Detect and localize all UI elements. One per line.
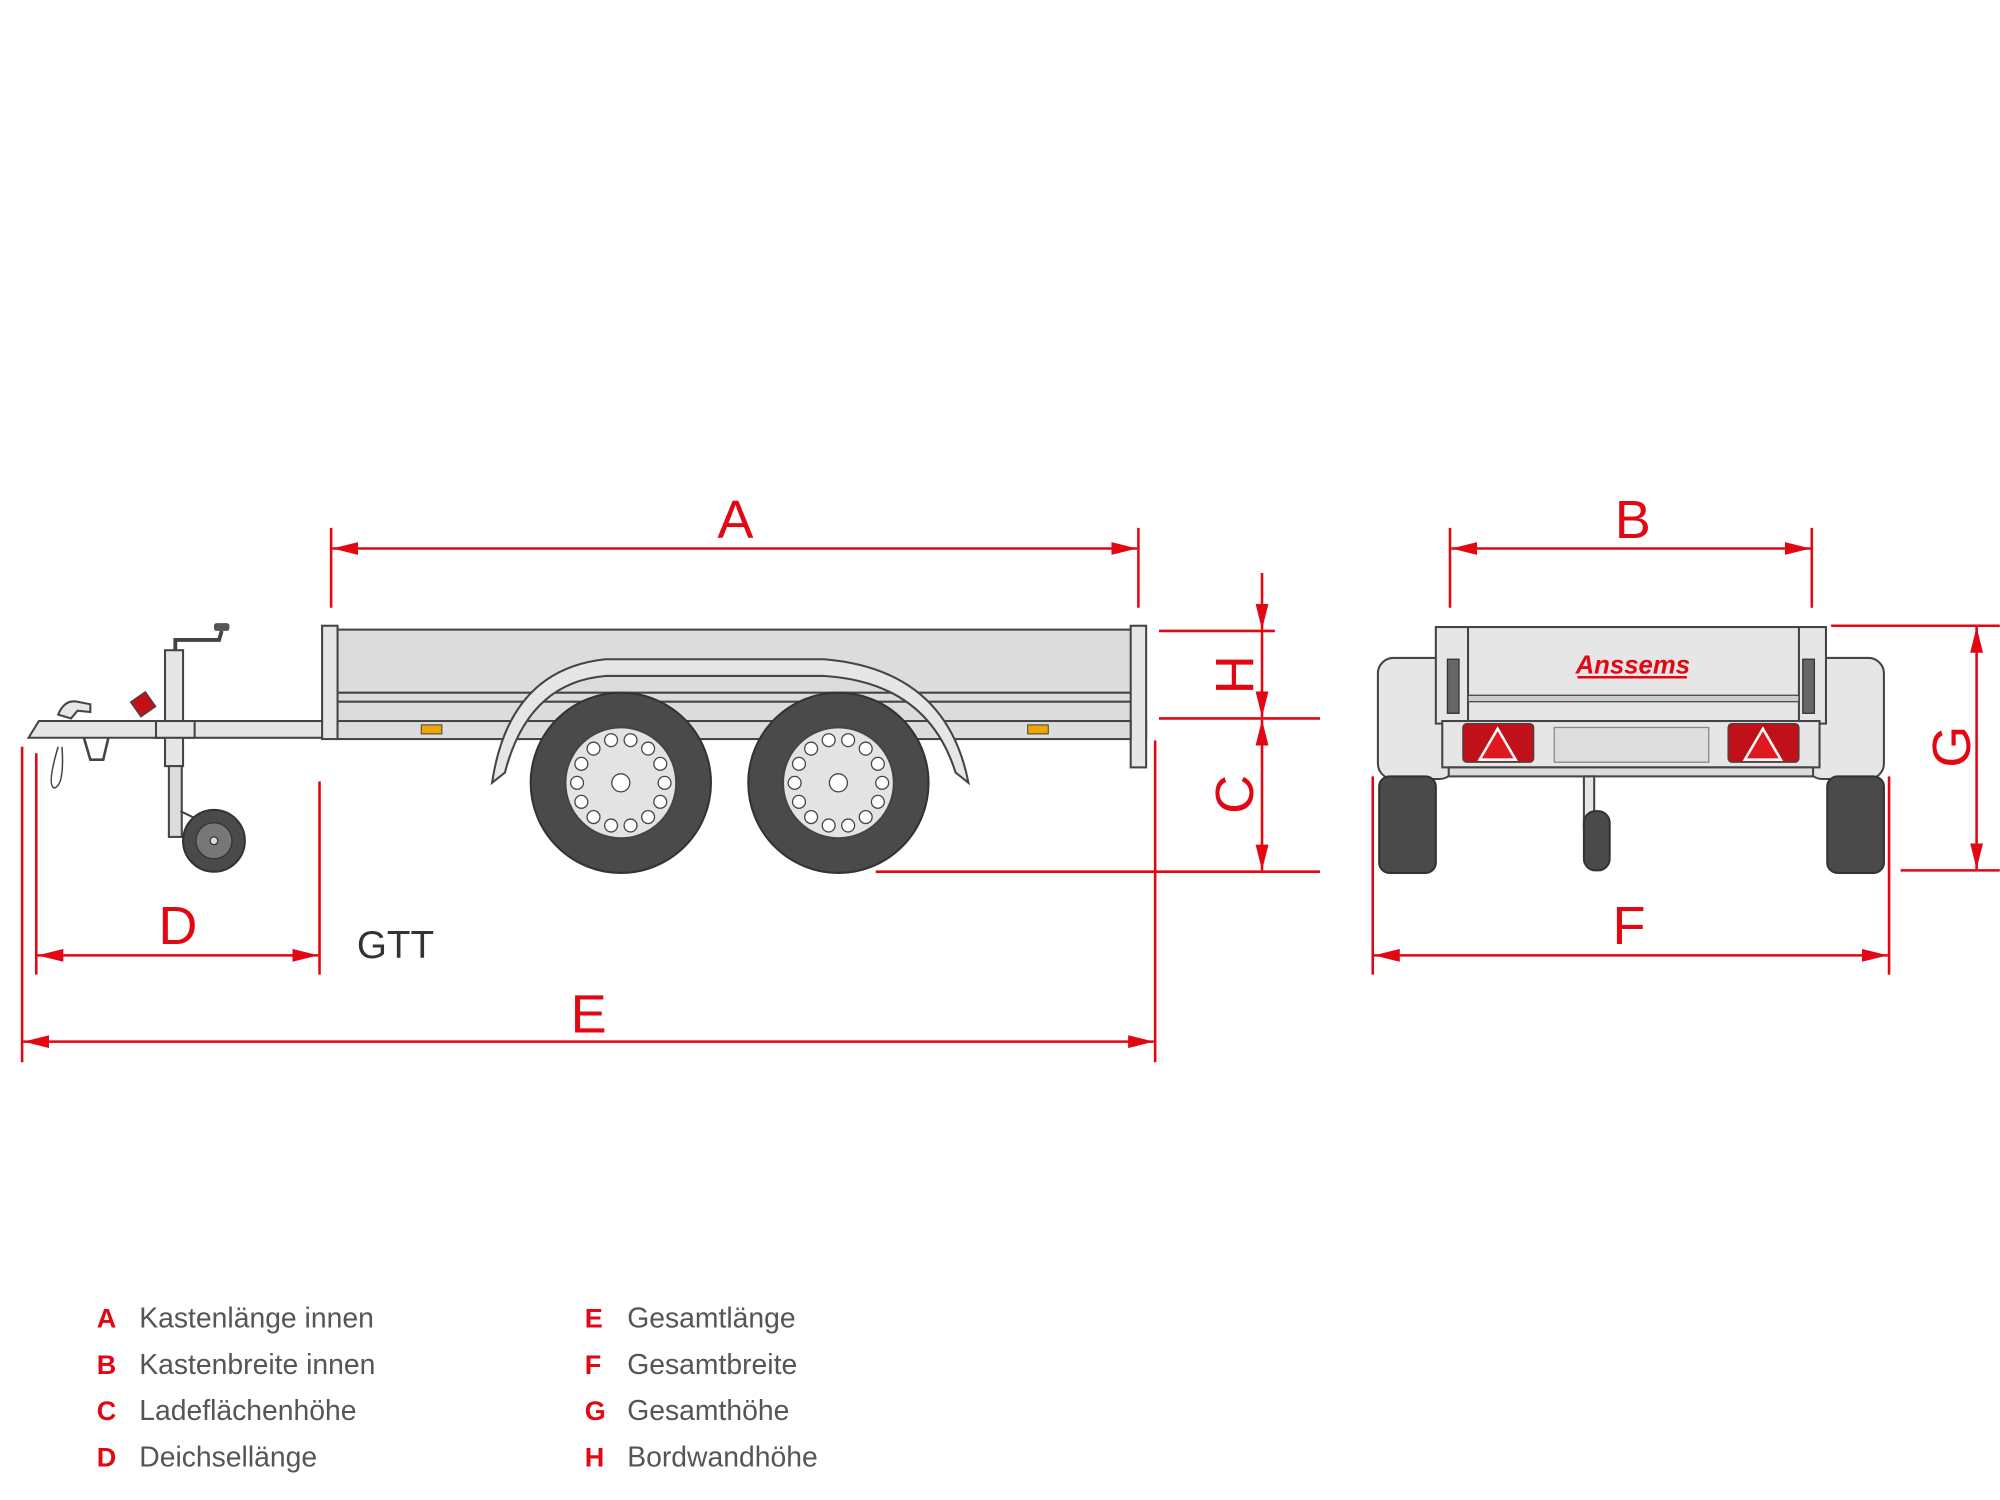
wheel-rear	[747, 691, 930, 874]
reflector-rear	[1027, 724, 1049, 735]
jockey-post-lower	[167, 765, 183, 838]
jockey-post	[163, 649, 185, 768]
dimension-a-label: A	[717, 490, 753, 550]
legend-text: Deichsellänge	[139, 1442, 317, 1474]
model-name: GTT	[357, 924, 434, 967]
tail-light-right	[1727, 722, 1800, 763]
dimension-lines: A B H C G D E F	[20, 490, 2000, 1063]
legend-letter: E	[585, 1303, 603, 1333]
dimension-d-label: D	[158, 896, 197, 956]
front-post	[321, 624, 339, 741]
rim-hole	[804, 809, 819, 825]
coupling-head	[26, 720, 163, 739]
brand-logo: Anssems	[1575, 651, 1691, 679]
chassis-beam	[1447, 766, 1815, 778]
rim-hole	[653, 756, 668, 771]
legend-text: Gesamtbreite	[627, 1349, 797, 1381]
side-rail	[336, 720, 1132, 741]
rim-hole	[574, 794, 589, 809]
rim-hole	[586, 741, 601, 756]
rim-hole	[791, 794, 807, 809]
rear-post	[1129, 624, 1148, 769]
legend-text: Kastenlänge innen	[139, 1302, 374, 1334]
legend-text: Kastenbreite innen	[139, 1349, 375, 1381]
dimension-c-label: C	[1205, 775, 1265, 814]
rim-hole	[875, 775, 890, 790]
breakaway-cable	[50, 746, 64, 789]
rim-hole	[623, 733, 638, 748]
rim-hole	[858, 809, 873, 825]
jack-clamp	[154, 720, 196, 739]
rim-hole	[657, 775, 672, 790]
rim-hole	[821, 818, 836, 833]
rim-hole	[623, 818, 638, 833]
legend-text: Bordwandhöhe	[627, 1442, 817, 1474]
rim-hole	[804, 741, 819, 756]
crank-knob	[213, 623, 230, 631]
legend-letter: C	[97, 1396, 117, 1426]
tire-left	[1378, 775, 1437, 874]
tire-right	[1826, 775, 1885, 874]
legend-letter: B	[97, 1350, 117, 1380]
license-plate	[1553, 726, 1710, 763]
rim-hole	[586, 809, 601, 825]
rim-hole	[791, 756, 807, 771]
rim-hole	[841, 818, 856, 833]
coupling-bracket	[82, 737, 110, 761]
legend-letter: D	[97, 1443, 117, 1473]
rim-hole	[787, 775, 802, 790]
wheel-front	[529, 691, 712, 874]
rim-hole	[821, 733, 836, 748]
legend-letter: H	[585, 1443, 605, 1473]
rim-hole	[603, 818, 619, 833]
jack-crank	[173, 630, 224, 651]
rim-hole	[641, 809, 656, 825]
dimension-g-label: G	[1922, 726, 1982, 768]
plug-icon	[129, 690, 157, 718]
legend-letter: G	[585, 1396, 606, 1426]
dimension-b-label: B	[1615, 490, 1651, 550]
dimension-e-label: E	[571, 985, 607, 1045]
dimension-f-label: F	[1612, 896, 1645, 956]
rim-hole	[870, 756, 885, 771]
rim-hole	[641, 741, 656, 756]
fender	[490, 658, 970, 786]
rim-hole	[653, 794, 668, 809]
legend-text: Ladeflächenhöhe	[139, 1395, 356, 1427]
rim-hole	[858, 741, 873, 756]
rim-hole	[841, 733, 856, 748]
rim-hole	[574, 756, 589, 771]
trailer-side-view	[26, 623, 1148, 874]
legend-text: Gesamthöhe	[627, 1395, 789, 1427]
reflector-front	[420, 724, 443, 735]
rim-hole	[603, 733, 619, 748]
dimension-h-label: H	[1205, 655, 1265, 694]
rim-hole	[870, 794, 885, 809]
legend-text: Gesamtlänge	[627, 1302, 795, 1334]
legend-letter: F	[585, 1350, 602, 1380]
legend-letter: A	[97, 1303, 117, 1333]
coupling-handle	[56, 700, 92, 720]
legend: A Kastenlänge innen B Kastenbreite innen…	[97, 1302, 818, 1473]
trailer-rear-view: Anssems	[1376, 626, 1885, 874]
tail-light-left	[1462, 722, 1535, 763]
tailgate	[1434, 626, 1827, 725]
rear-jockey-wheel	[1582, 810, 1611, 872]
rim-hole	[569, 775, 585, 790]
